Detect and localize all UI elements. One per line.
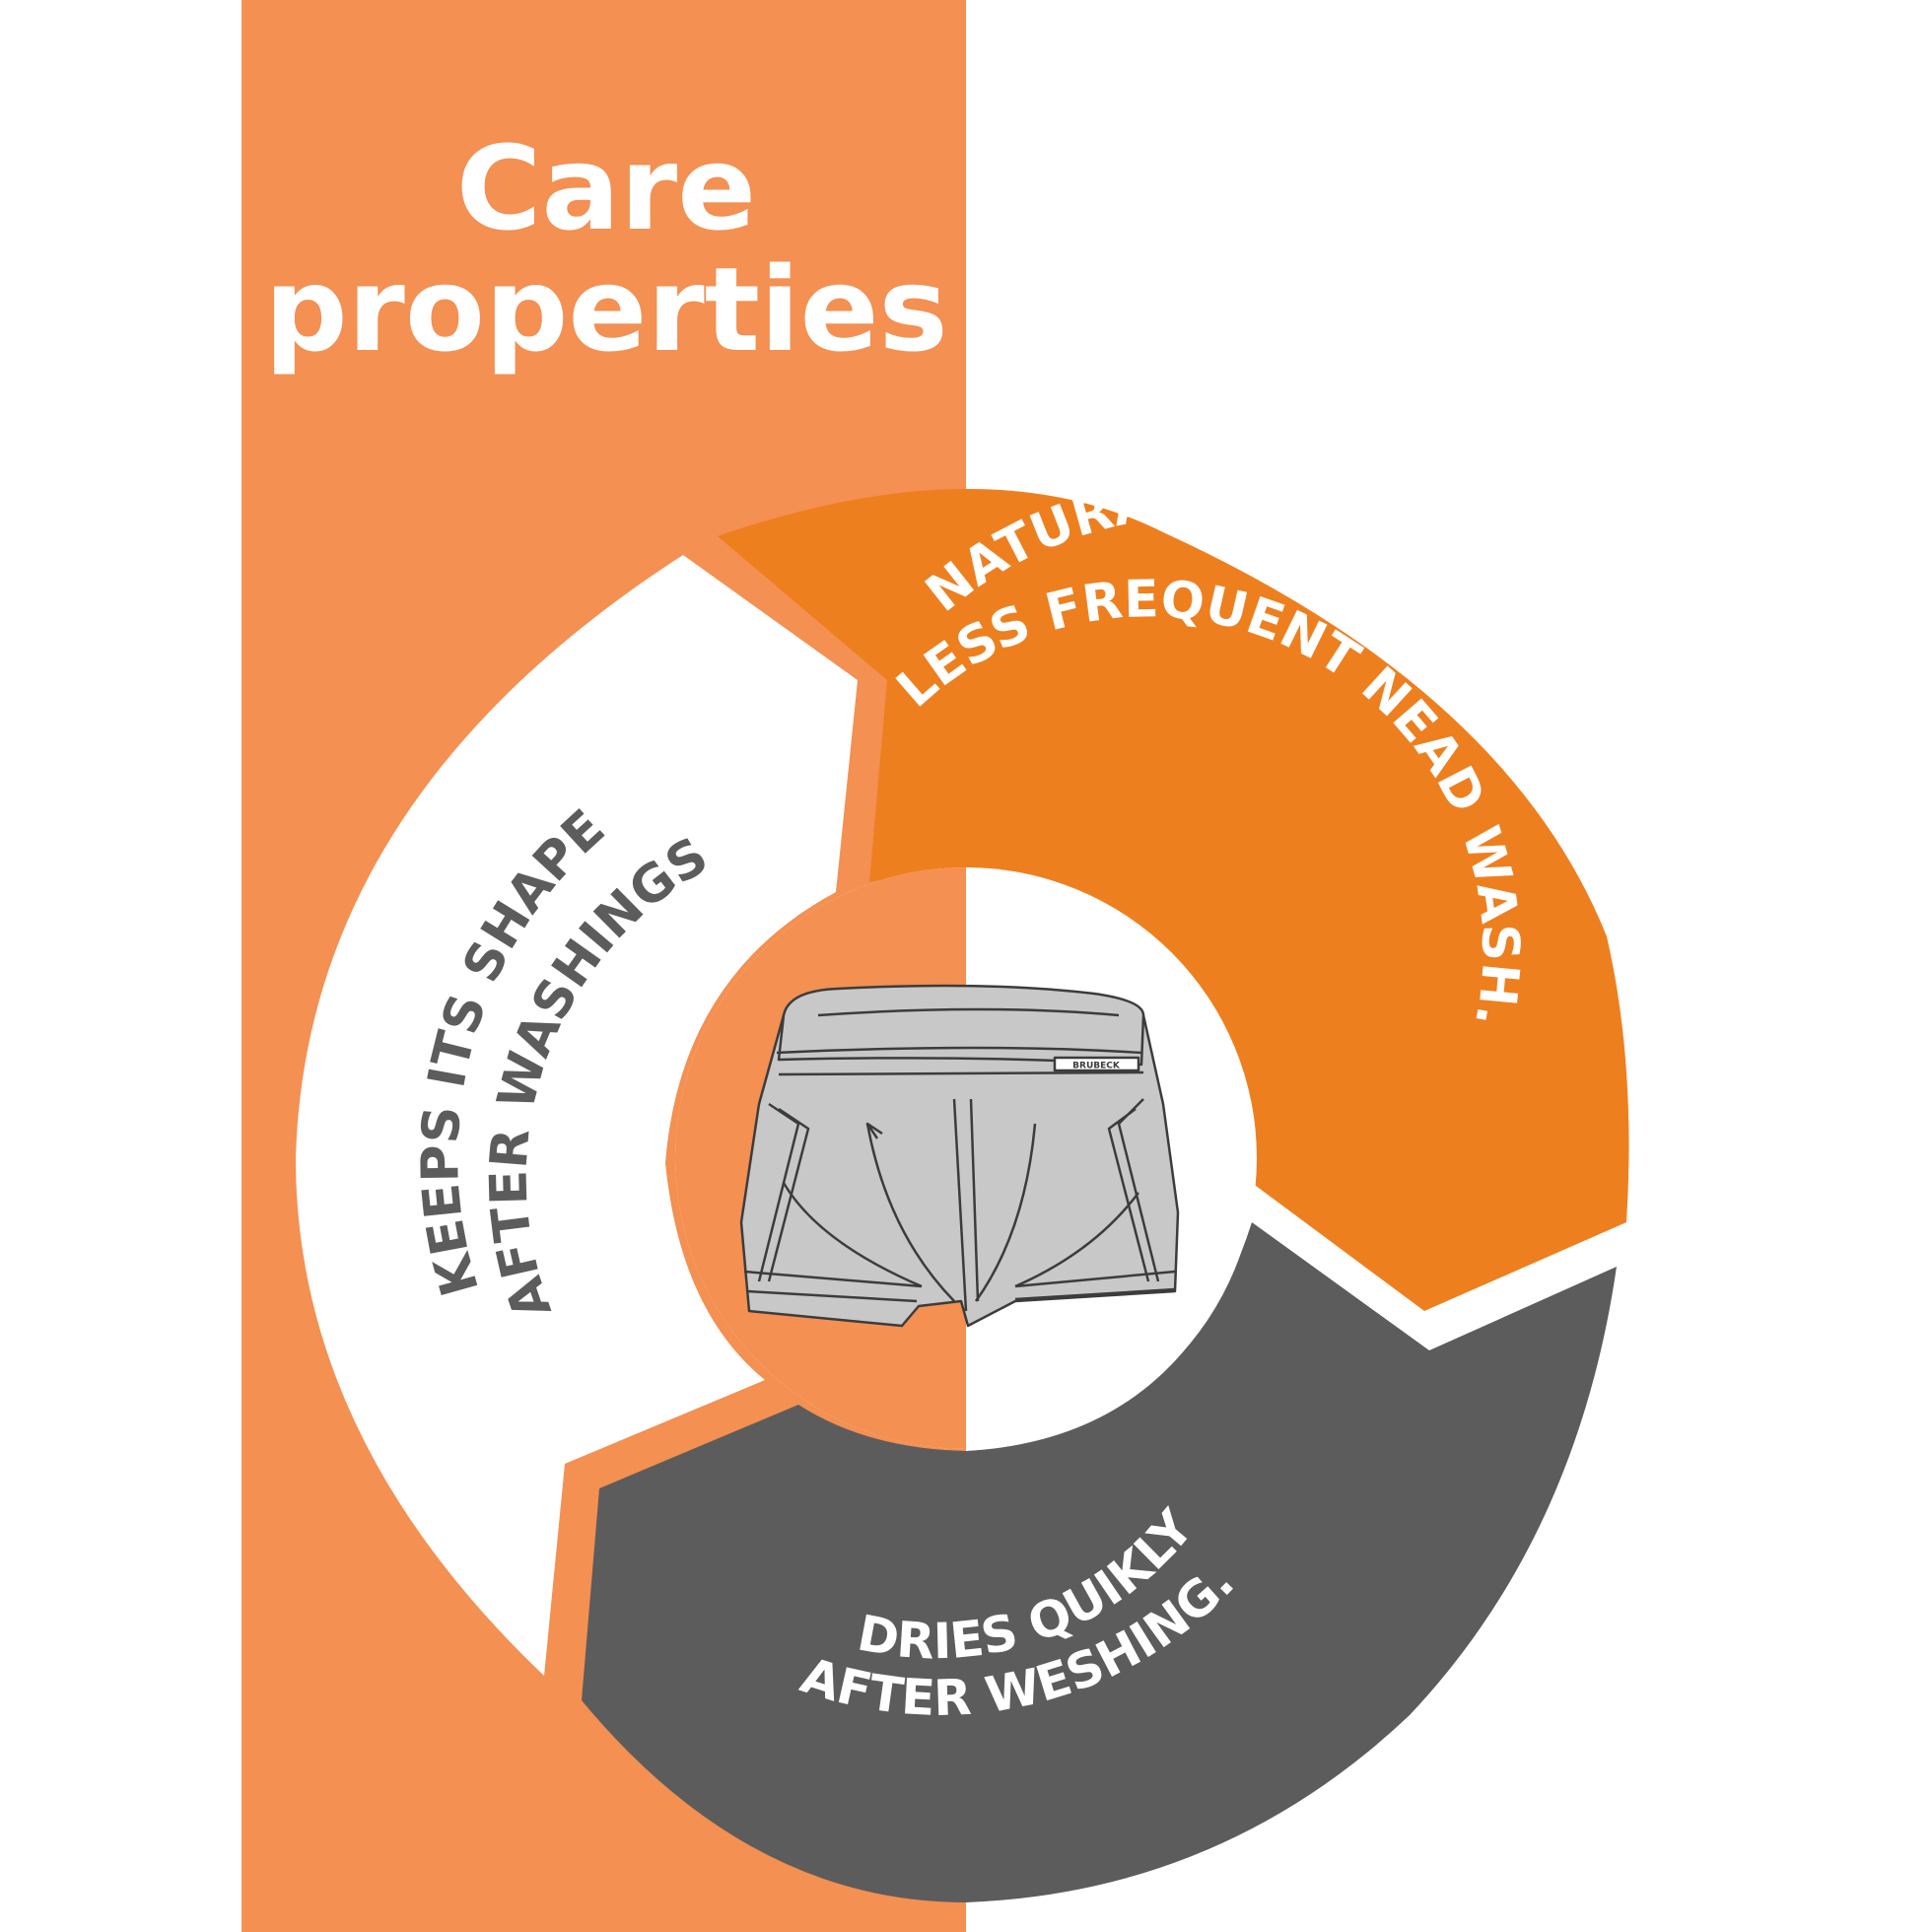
segment-dries-quickly	[582, 1222, 1617, 1902]
boxer-shorts-illustration: BRUBECK	[739, 984, 1180, 1328]
title-line-1: Care	[456, 120, 756, 256]
segment-odor-resistance	[718, 488, 1629, 1311]
center-seam	[952, 1098, 968, 1312]
side-panel-left-curve	[782, 1182, 923, 1288]
shorts-waistband	[777, 984, 1145, 1067]
title-line-2: properties	[264, 242, 948, 378]
pouch-right	[974, 1123, 1037, 1302]
side-panel-left	[757, 1102, 810, 1282]
leg-band-right	[1014, 1270, 1176, 1301]
side-panel-right	[1107, 1098, 1160, 1282]
waistband-line	[776, 1046, 1142, 1055]
brand-strip	[1053, 1056, 1140, 1072]
center-seam-2	[969, 1098, 980, 1302]
waistband-inner	[817, 1007, 1120, 1017]
brand-text: BRUBECK	[1072, 1062, 1121, 1071]
pouch-left	[865, 1123, 955, 1302]
leg-band-left	[743, 1270, 923, 1303]
waistband-line-2	[778, 1070, 1144, 1076]
segment-keeps-shape	[296, 555, 858, 1676]
pouch-left-inner	[865, 1122, 883, 1139]
side-panel-right-curve	[1014, 1192, 1139, 1288]
